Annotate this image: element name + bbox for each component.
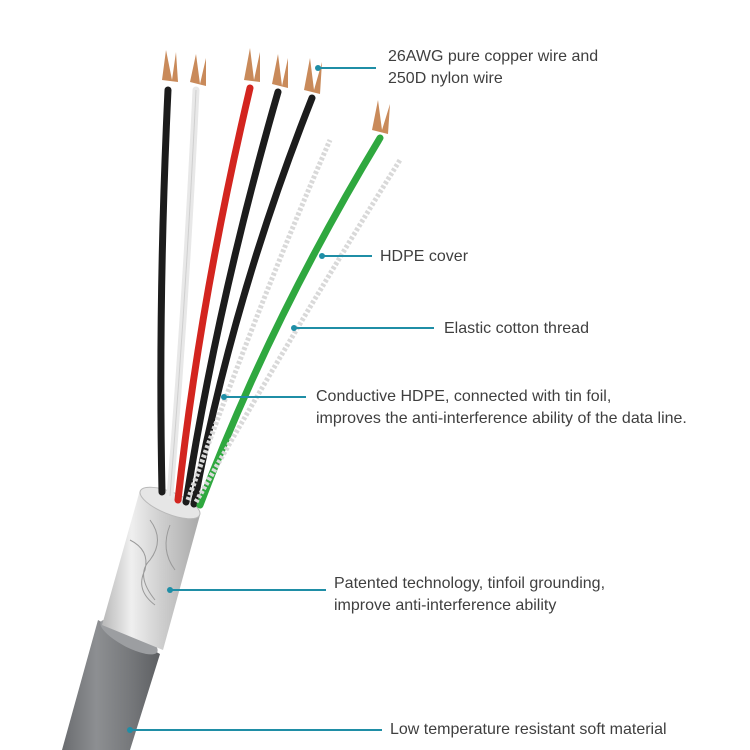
- label-cotton-thread: Elastic cotton thread: [444, 320, 589, 337]
- black-wire-3: [190, 94, 316, 508]
- copper-strands: [162, 48, 390, 134]
- black-wire: [157, 86, 172, 496]
- white-wire-outline: [169, 89, 197, 497]
- black-wire-2: [182, 88, 282, 506]
- label-soft-material: Low temperature resistant soft material: [390, 721, 667, 738]
- label-copper-wire: 26AWG pure copper wire and 250D nylon wi…: [388, 48, 599, 87]
- callout-dots: [127, 65, 325, 733]
- red-wire: [174, 84, 254, 504]
- tinfoil-shield: [102, 486, 201, 650]
- cotton-thread-1: [185, 138, 333, 501]
- callout-lines: [130, 67, 434, 731]
- label-hdpe-cover: HDPE cover: [380, 248, 469, 265]
- green-wire: [196, 134, 384, 509]
- label-conductive-hdpe: Conductive HDPE, connected with tin foil…: [316, 388, 687, 427]
- conductors: [157, 84, 403, 509]
- cotton-thread-2: [193, 158, 403, 504]
- label-tinfoil-grounding: Patented technology, tinfoil grounding, …: [334, 575, 606, 614]
